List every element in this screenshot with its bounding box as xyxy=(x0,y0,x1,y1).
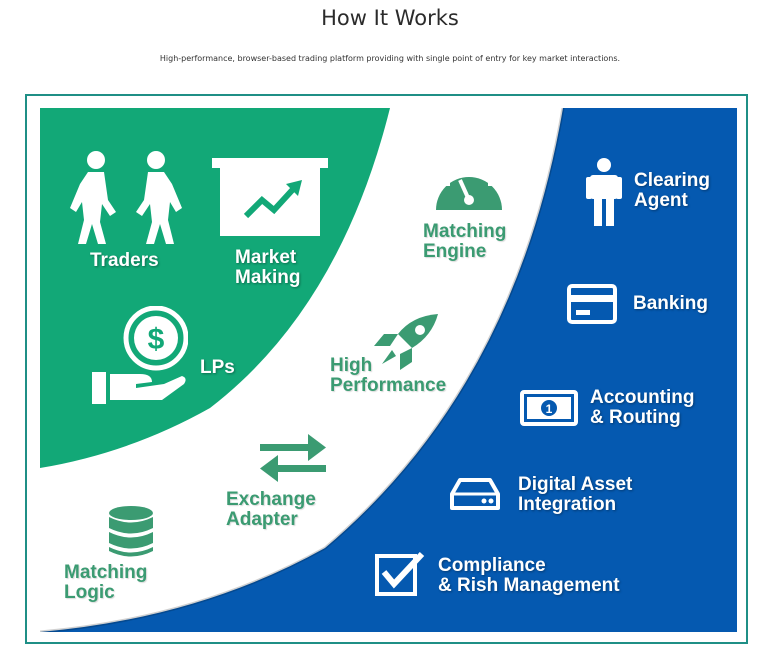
svg-text:1: 1 xyxy=(546,402,553,416)
matching-engine-label: Matching Engine xyxy=(423,221,507,262)
diagram-frame xyxy=(25,94,748,644)
clearing-agent-label: Clearing Agent xyxy=(634,170,711,211)
high-performance-label: High Performance xyxy=(330,355,447,396)
accounting-routing-label: Accounting & Routing xyxy=(590,387,695,428)
database-icon xyxy=(109,506,153,557)
person-icon xyxy=(586,158,622,226)
how-it-works-diagram: Traders Market Making $ LPs Matc xyxy=(40,108,737,632)
gauge-icon xyxy=(436,164,502,210)
market-making-label: Market Making xyxy=(235,247,301,288)
white-zone-shadow xyxy=(40,108,565,632)
people-walking-icon xyxy=(70,151,182,244)
server-icon xyxy=(450,478,500,510)
checkbox-icon xyxy=(375,551,425,596)
compliance-label: Compliance & Rish Management xyxy=(438,555,620,596)
svg-text:$: $ xyxy=(148,323,165,356)
chart-board-icon xyxy=(212,158,328,236)
dollar-hand-icon: $ xyxy=(92,306,188,404)
banking-label: Banking xyxy=(633,293,708,314)
traders-label: Traders xyxy=(90,250,159,271)
exchange-adapter-label: Exchange Adapter xyxy=(226,489,316,530)
exchange-arrows-icon xyxy=(260,434,326,482)
lps-label: LPs xyxy=(200,357,235,378)
rocket-icon xyxy=(374,314,438,370)
page-subtitle: High-performance, browser-based trading … xyxy=(159,54,621,63)
digital-asset-label: Digital Asset Integration xyxy=(518,474,633,515)
matching-logic-label: Matching Logic xyxy=(64,562,148,603)
card-icon xyxy=(567,284,617,324)
banknote-icon: 1 xyxy=(520,390,578,426)
page-title: How It Works xyxy=(321,6,459,30)
